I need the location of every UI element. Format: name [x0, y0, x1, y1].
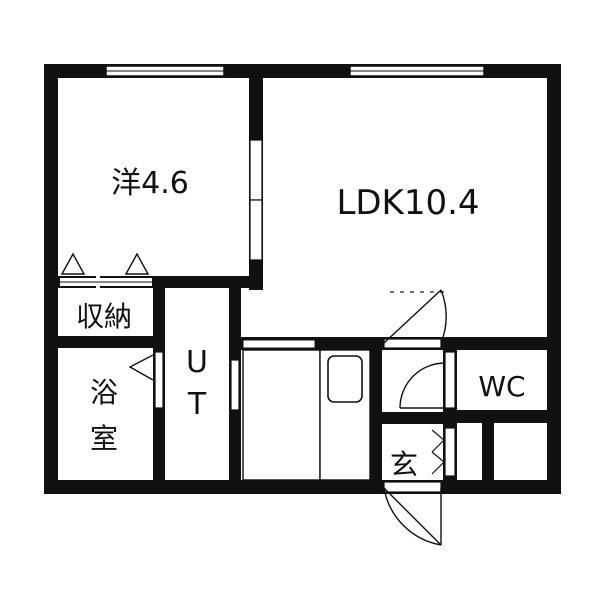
outer-wall-right	[547, 64, 561, 494]
wall-storage-bottom	[44, 336, 159, 348]
kitchen-sink	[327, 355, 363, 403]
wall-entrance-top	[380, 412, 445, 424]
label-western-room: 洋4.6	[111, 166, 189, 201]
wc-door	[399, 351, 456, 409]
label-wc: WC	[478, 370, 525, 403]
entrance-closet-doors	[431, 427, 456, 477]
label-bath-1: 浴	[90, 376, 118, 409]
sliding-door-western	[249, 139, 263, 261]
ldk-door	[383, 289, 447, 349]
windows	[105, 65, 485, 77]
wall-closet-divider	[482, 423, 494, 494]
label-entrance: 玄	[390, 448, 418, 481]
entrance-door	[383, 481, 442, 546]
kitchen	[242, 339, 371, 481]
kitchen-counter-left	[242, 349, 321, 481]
bath-door	[128, 351, 164, 409]
label-ut-1: U	[186, 345, 208, 380]
wall-wc-bottom	[443, 410, 561, 423]
ut-door	[230, 359, 240, 411]
kitchen-hood	[242, 339, 316, 349]
wall-hall-left	[370, 337, 382, 488]
label-ldk: LDK10.4	[336, 183, 479, 223]
label-storage: 収納	[76, 300, 132, 333]
closet-marks	[60, 252, 150, 275]
label-bath-2: 室	[90, 422, 118, 455]
label-ut-2: T	[187, 387, 207, 422]
